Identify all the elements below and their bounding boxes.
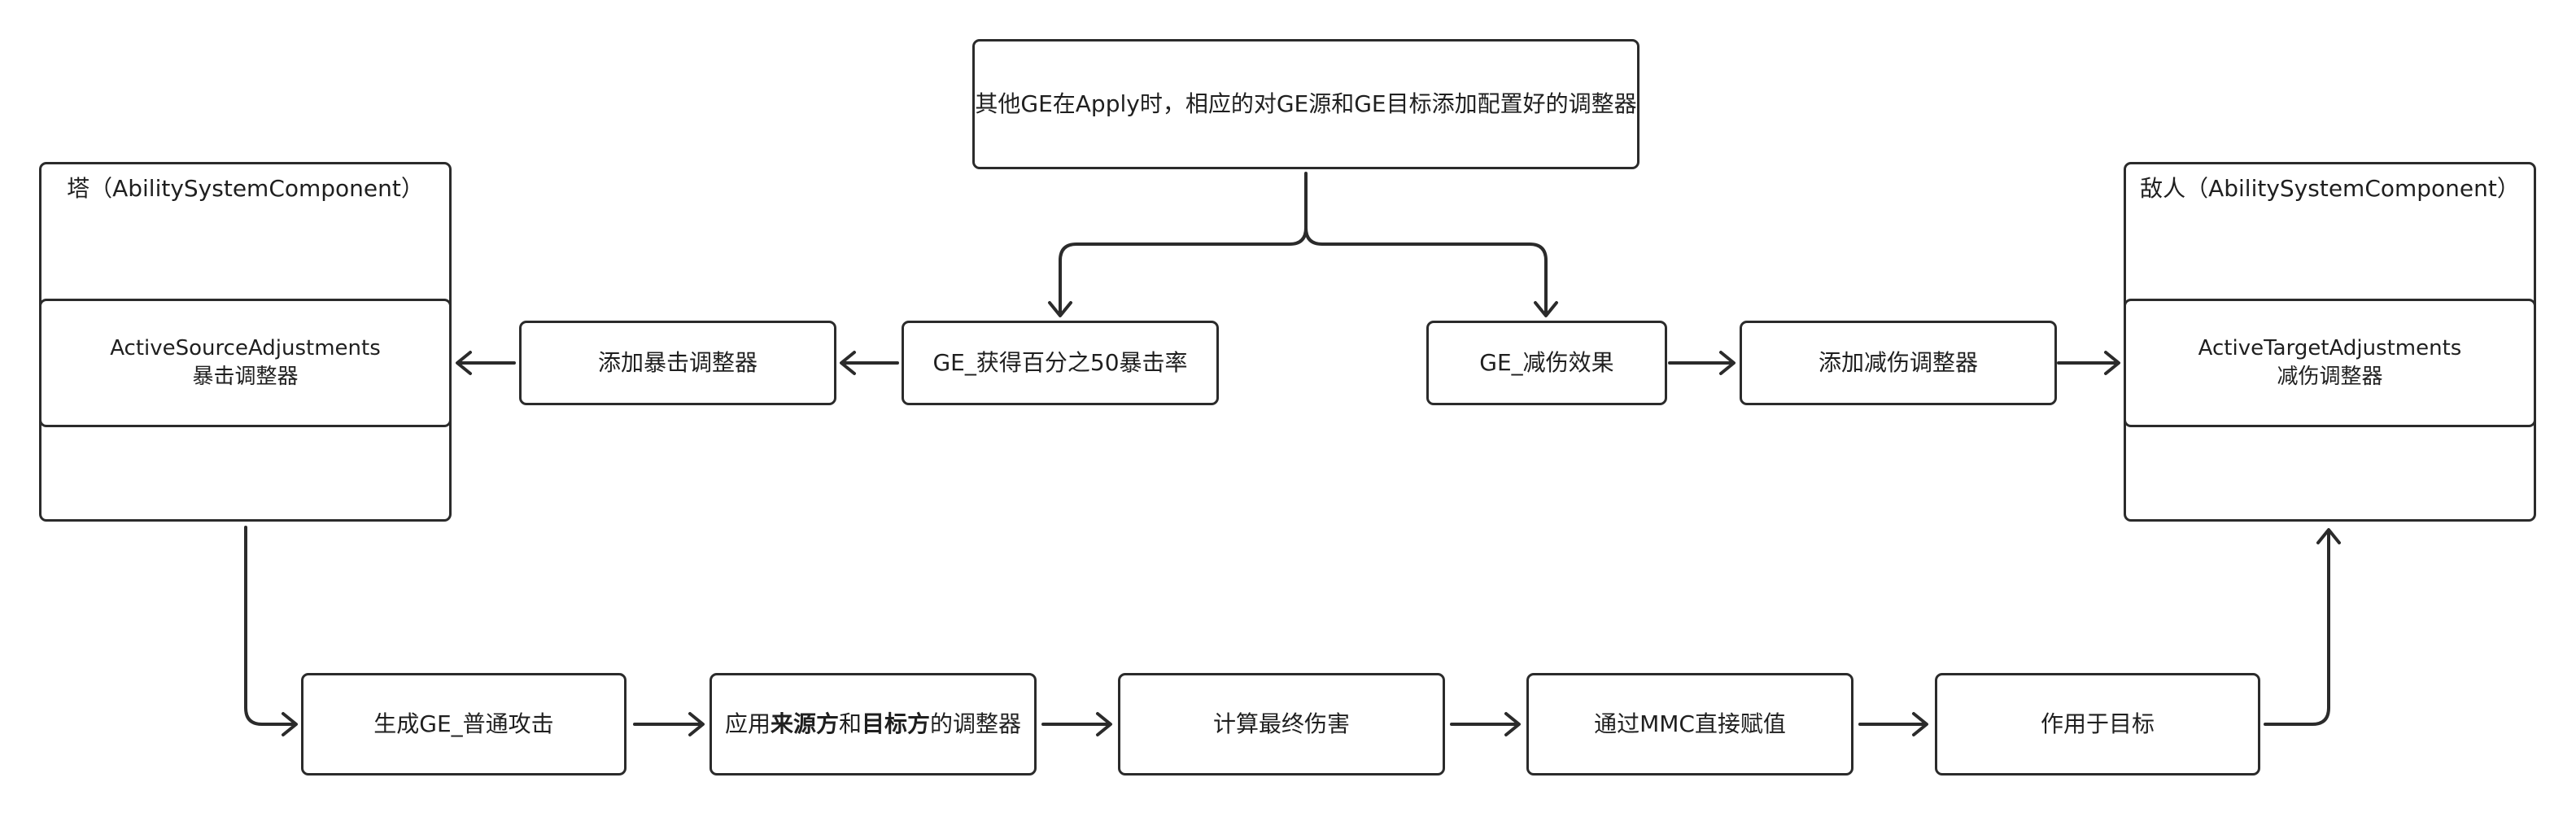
arrowhead: [1096, 712, 1112, 736]
arrowhead: [1719, 351, 1736, 375]
apply-adjusters-label: 应用来源方和目标方的调整器: [725, 710, 1021, 739]
connector-top-to-ge-crit: [1059, 172, 1308, 316]
arrowhead: [688, 712, 705, 736]
arrowhead: [2316, 528, 2341, 544]
mmc-assign-label: 通过MMC直接赋值: [1594, 710, 1786, 737]
top-note-box: 其他GE在Apply时，相应的对GE源和GE目标添加配置好的调整器: [972, 39, 1639, 169]
add-reduction-adjuster-label: 添加减伤调整器: [1818, 348, 1978, 376]
add-reduction-adjuster-node: 添加减伤调整器: [1740, 321, 2057, 405]
apply-prefix: 应用: [724, 710, 771, 737]
enemy-target-adjustments: ActiveTargetAdjustments 减伤调整器: [2124, 299, 2536, 427]
generate-attack-label: 生成GE_普通攻击: [373, 710, 554, 737]
arrowhead: [1048, 301, 1072, 317]
enemy-inner-line2: 减伤调整器: [2277, 365, 2383, 389]
tower-inner-line2: 暴击调整器: [192, 365, 299, 389]
arrowhead: [2104, 351, 2120, 375]
arrowhead: [1912, 712, 1928, 736]
tower-inner-line1: ActiveSourceAdjustments: [110, 335, 381, 360]
connector-tower-to-gen-attack: [244, 526, 297, 726]
add-crit-adjuster-node: 添加暴击调整器: [519, 321, 836, 405]
apply-to-target-label: 作用于目标: [2040, 710, 2155, 737]
arrowhead: [282, 712, 298, 736]
apply-target-text: 目标方: [862, 710, 931, 737]
apply-adjusters-node: 应用来源方和目标方的调整器: [709, 673, 1037, 775]
apply-to-target-node: 作用于目标: [1935, 673, 2260, 775]
arrowhead: [456, 351, 472, 375]
add-crit-adjuster-label: 添加暴击调整器: [597, 348, 758, 376]
mmc-assign-node: 通过MMC直接赋值: [1526, 673, 1853, 775]
tower-source-adjustments: ActiveSourceAdjustments 暴击调整器: [39, 299, 452, 427]
enemy-title: 敌人（AbilitySystemComponent）: [2140, 175, 2520, 202]
tower-title: 塔（AbilitySystemComponent）: [67, 175, 424, 202]
ge-damage-reduction-label: GE_减伤效果: [1479, 348, 1614, 376]
apply-and-text: 和: [838, 710, 862, 737]
arrowhead: [1504, 712, 1521, 736]
top-note-text: 其他GE在Apply时，相应的对GE源和GE目标添加配置好的调整器: [975, 90, 1637, 117]
enemy-inner-line1: ActiveTargetAdjustments: [2198, 335, 2462, 360]
arrowhead: [1534, 301, 1558, 317]
connector-top-to-ge-reduce: [1304, 226, 1548, 316]
arrowhead: [840, 351, 856, 375]
calculate-damage-node: 计算最终伤害: [1118, 673, 1445, 775]
ge-crit-rate-node: GE_获得百分之50暴击率: [902, 321, 1219, 405]
ge-damage-reduction-node: GE_减伤效果: [1426, 321, 1667, 405]
generate-attack-node: 生成GE_普通攻击: [301, 673, 627, 775]
apply-suffix: 的调整器: [930, 710, 1022, 737]
ge-crit-rate-label: GE_获得百分之50暴击率: [932, 348, 1188, 376]
connector-act-to-enemy: [2264, 529, 2330, 726]
apply-source-text: 来源方: [770, 710, 839, 737]
calculate-damage-label: 计算最终伤害: [1212, 710, 1350, 737]
